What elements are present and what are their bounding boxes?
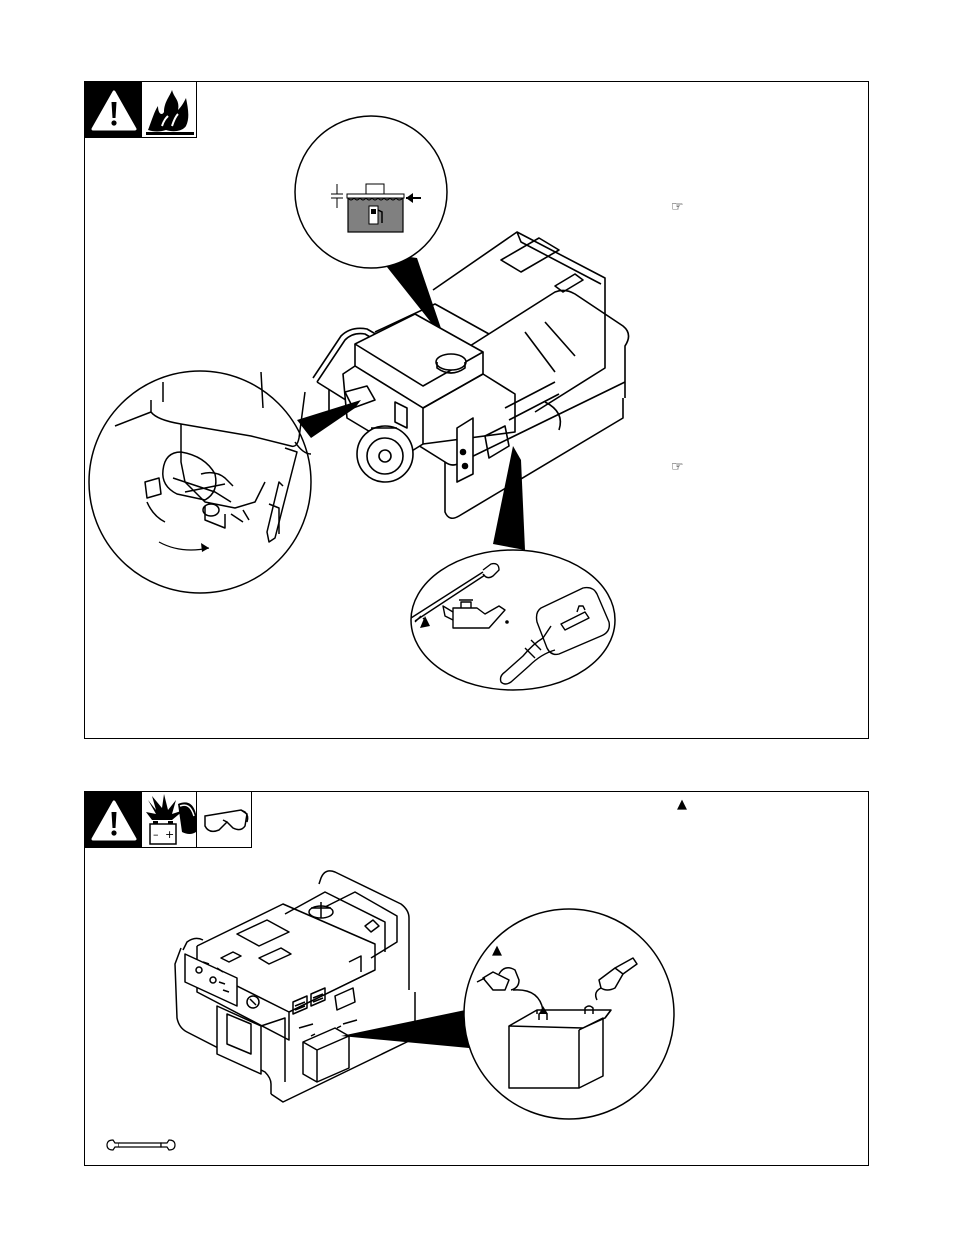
wrench-icon: [105, 1138, 177, 1152]
oil-check-callout-illustration: [85, 82, 870, 740]
battery-cable-callout-illustration: [85, 792, 870, 1167]
caution-marker: ▲: [492, 944, 502, 957]
fuel-oil-panel: ☞ ☞: [84, 81, 869, 739]
battery-connection-panel: – + ▲: [84, 791, 869, 1166]
